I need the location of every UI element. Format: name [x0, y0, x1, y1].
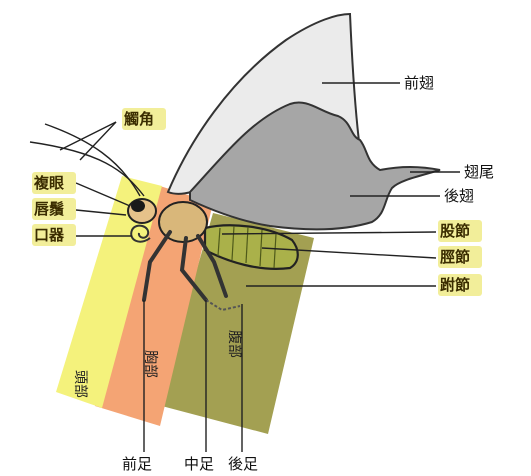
label-compound-eye: 複眼 — [33, 174, 64, 192]
compound-eye — [131, 200, 145, 212]
label-femur: 股節 — [440, 222, 470, 240]
label-antenna: 觸角 — [124, 110, 154, 128]
label-hindleg: 後足 — [228, 455, 258, 473]
label-tibia: 脛節 — [440, 248, 470, 266]
segment-head-label: 頭部 — [72, 370, 88, 398]
label-mouthparts: 口器 — [34, 226, 65, 244]
segment-thorax-label: 胸部 — [142, 350, 158, 378]
label-tarsus: 跗節 — [440, 276, 470, 294]
label-forewing: 前翅 — [404, 74, 434, 92]
label-hindwing: 後翅 — [444, 187, 474, 205]
segment-abdomen-label: 腹部 — [226, 330, 243, 358]
label-foreleg: 前足 — [122, 455, 152, 473]
label-midleg: 中足 — [184, 455, 214, 473]
label-labial-palp: 唇鬚 — [34, 200, 64, 218]
label-tail: 翅尾 — [464, 163, 494, 181]
